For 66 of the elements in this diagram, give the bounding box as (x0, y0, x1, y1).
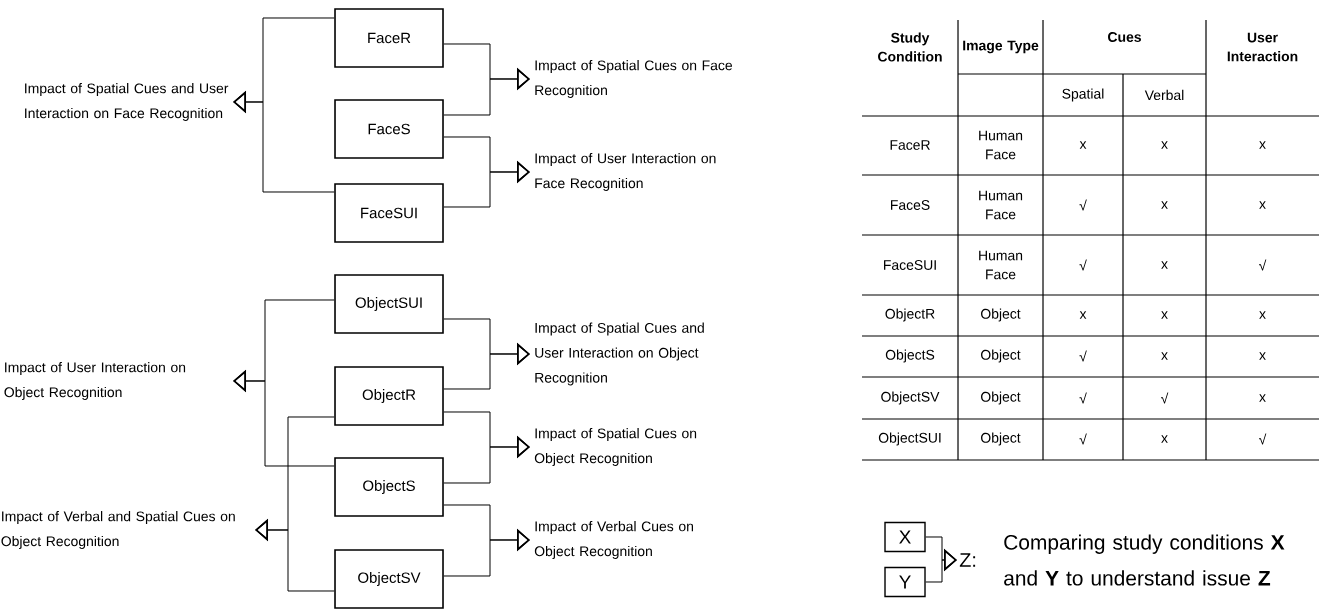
bracket-arrow (443, 342, 530, 390)
table-cell: x (1161, 435, 1168, 443)
condition-box: FaceS (334, 99, 444, 159)
condition-box: X (884, 521, 926, 553)
bracket-arrow (443, 67, 530, 116)
table-cell: x (1161, 311, 1168, 319)
table-cell: Cues (1108, 32, 1141, 42)
table-cell: √ (1259, 433, 1267, 445)
table-cell: User Interaction (1227, 32, 1298, 62)
table-cell: Object (981, 391, 1021, 405)
bracket-arrow (443, 528, 530, 577)
table-cell: FaceSUI (884, 260, 936, 270)
issue-letter: Z: (959, 553, 976, 567)
table-cell: √ (1079, 350, 1087, 362)
table-cell: x (1161, 141, 1168, 149)
table-cell: x (1161, 352, 1168, 360)
issue-text: Impact of Spatial Cues and User Interaction on Face Recognition (25, 83, 229, 121)
condition-box: FaceSUI (334, 183, 444, 243)
table-cell: x (1079, 141, 1087, 149)
table-cell: √ (1161, 392, 1169, 404)
legend-text: Comparing study conditions X and Y to understand issue Z (1004, 534, 1285, 586)
condition-box: Y (884, 566, 926, 598)
issue-text: Impact of Verbal and Spatial Cues on Object Recognition (1, 511, 235, 549)
condition-box: ObjectSV (334, 549, 444, 609)
table-cell: x (1079, 311, 1087, 319)
table-cell: Human Face (979, 250, 1023, 280)
condition-box: FaceR (334, 8, 444, 68)
table-cell: √ (1079, 199, 1087, 211)
table-cell: √ (1259, 259, 1267, 271)
table-cell: ObjectR (885, 308, 935, 322)
bracket-arrow (443, 435, 530, 484)
issue-text: Impact of Spatial Cues on Object Recognition (534, 428, 697, 466)
table-cell: x (1161, 201, 1168, 209)
condition-box: ObjectR (334, 366, 444, 426)
table-cell: Verbal (1144, 89, 1184, 101)
issue-text: Impact of User Interaction on Face Recognition (535, 153, 716, 191)
table-cell: ObjectS (885, 349, 935, 363)
table-cell: Study Condition (878, 32, 942, 62)
table-cell: √ (1079, 259, 1087, 271)
issue-text: Impact of Spatial Cues on Face Recognition (535, 60, 733, 98)
condition-box: ObjectSUI (334, 274, 444, 334)
issue-text: Impact of User Interaction on Object Recognition (4, 362, 186, 400)
table-cell: x (1259, 311, 1266, 319)
table-cell: x (1259, 394, 1266, 402)
table-cell: ObjectSV (881, 391, 940, 405)
bracket-arrow (925, 548, 957, 583)
table-cell: x (1259, 201, 1266, 209)
issue-text: Impact of Verbal Cues on Object Recognition (534, 521, 693, 559)
table-cell: √ (1079, 433, 1087, 445)
table-cell: Object (981, 349, 1021, 363)
table-cell: Image Type (963, 40, 1039, 54)
table-cell: Human Face (979, 190, 1023, 220)
table-cell: x (1259, 352, 1266, 360)
table-cell: ObjectSUI (878, 432, 941, 446)
table-cell: FaceR (890, 140, 930, 150)
issue-text: Impact of Spatial Cues and User Interaction on Object Recognition (535, 322, 704, 386)
table-cell: Spatial (1062, 88, 1104, 102)
table-cell: √ (1079, 392, 1087, 404)
table-cell: Object (981, 432, 1021, 446)
table-cell: Human Face (979, 130, 1023, 160)
table-cell: x (1161, 261, 1168, 269)
table-cell: FaceS (891, 200, 930, 210)
bracket-arrow (443, 160, 530, 208)
table-cell: x (1259, 141, 1266, 149)
condition-box: ObjectS (334, 457, 444, 517)
table-cell: Object (981, 308, 1021, 322)
